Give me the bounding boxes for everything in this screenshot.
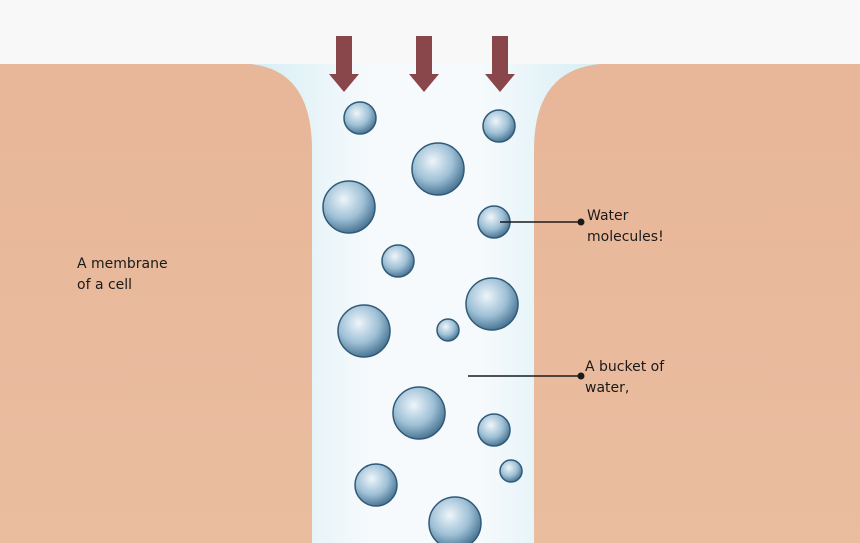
- down-arrow-icon: [329, 36, 359, 92]
- water-molecule: [392, 386, 446, 440]
- membrane-right: [534, 64, 860, 543]
- pointer-bucket: [468, 372, 585, 380]
- down-arrow-icon: [485, 36, 515, 92]
- bucket-label: A bucket of water,: [585, 359, 665, 396]
- water-molecule: [337, 304, 391, 358]
- membrane-label: A membrane of a cell: [77, 256, 168, 293]
- down-arrow-icon: [409, 36, 439, 92]
- water-molecule: [482, 109, 516, 143]
- water-molecule: [477, 413, 511, 447]
- water-molecules-label: Water molecules!: [587, 208, 664, 245]
- water-molecule: [436, 318, 460, 342]
- water-molecules: [322, 101, 523, 543]
- water-molecule: [499, 459, 523, 483]
- water-molecule: [381, 244, 415, 278]
- water-molecule: [354, 463, 398, 507]
- water-molecule: [322, 180, 376, 234]
- water-molecule: [465, 277, 519, 331]
- membrane-left: [0, 64, 312, 543]
- pointer-water-molecules: [500, 218, 585, 226]
- water-molecule: [428, 496, 482, 543]
- water-molecule: [343, 101, 377, 135]
- water-molecule: [411, 142, 465, 196]
